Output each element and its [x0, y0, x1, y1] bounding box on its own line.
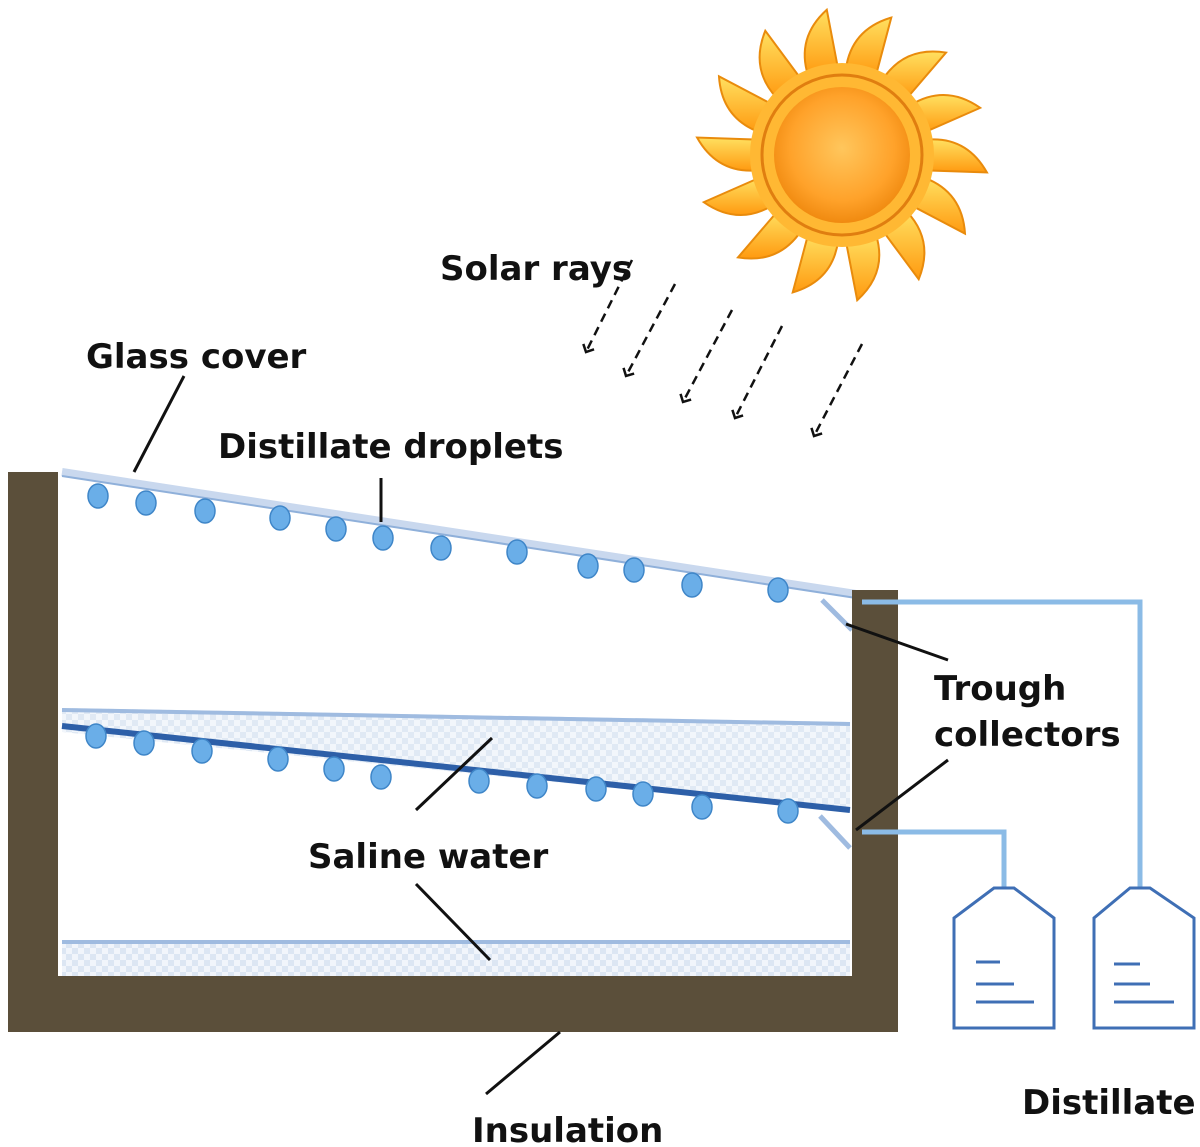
- sun-ray: [910, 94, 983, 134]
- sun-ray: [695, 136, 759, 172]
- saline-water-label: Saline water: [308, 837, 549, 877]
- solar-ray-arrow: [622, 283, 677, 378]
- droplet: [681, 572, 703, 598]
- leader-lines: [132, 375, 949, 1096]
- sun-icon: [695, 7, 989, 303]
- glass-cover: [61, 468, 857, 632]
- droplet: [506, 539, 528, 565]
- droplet: [767, 577, 789, 603]
- trough-collectors-label-line1: Trough: [934, 669, 1066, 709]
- pipe-lower-trough: [862, 829, 1007, 888]
- sun-ray: [844, 16, 893, 78]
- leader-trough-upper: [845, 622, 949, 662]
- insulation-basin: [8, 472, 898, 1032]
- solar-ray-arrows: [582, 259, 864, 438]
- sun-ring: [760, 73, 924, 237]
- droplet: [370, 764, 392, 790]
- leader-glass-cover: [132, 375, 186, 473]
- distillate-bottle-left: [952, 886, 1056, 1030]
- droplet: [372, 525, 394, 551]
- distillate-droplets-mid: [85, 723, 799, 824]
- distillate-pipes: [862, 599, 1143, 888]
- distillate-droplets-label: Distillate droplets: [218, 427, 563, 467]
- distillate-label: Distillate: [1022, 1083, 1196, 1123]
- insulation-label: Insulation: [472, 1111, 663, 1147]
- sun-core: [774, 87, 910, 223]
- droplet: [191, 738, 213, 764]
- droplet: [577, 553, 599, 579]
- sun-ray: [701, 176, 774, 216]
- droplet: [623, 557, 645, 583]
- droplet: [691, 794, 713, 820]
- sun-ray: [803, 7, 840, 78]
- insulation-floor: [8, 976, 898, 1032]
- droplet: [133, 730, 155, 756]
- solar-rays-label: Solar rays: [440, 249, 632, 289]
- solar-ray-arrow: [810, 343, 864, 438]
- distillate-droplets-top: [87, 483, 789, 603]
- droplet: [632, 781, 654, 807]
- droplet: [585, 776, 607, 802]
- solar-ray-arrow: [582, 259, 634, 354]
- trough-collectors-label-line2: collectors: [934, 715, 1121, 755]
- leader-trough-lower: [855, 758, 949, 832]
- droplet: [85, 723, 107, 749]
- droplet: [135, 490, 157, 516]
- lower-saline-water: [62, 940, 850, 976]
- leader-saline-upper: [414, 736, 494, 812]
- sun-ray: [925, 138, 989, 174]
- droplet: [323, 756, 345, 782]
- upper-saline-water: [61, 708, 852, 850]
- insulation-left-wall: [8, 472, 58, 1032]
- sun-ray: [791, 232, 840, 294]
- droplet: [777, 798, 799, 824]
- leader-insulation: [485, 1030, 561, 1096]
- insulation-right-wall: [852, 590, 898, 1032]
- droplet: [430, 535, 452, 561]
- distillate-bottle-right: [1092, 886, 1196, 1030]
- glass-cover-label: Glass cover: [86, 337, 307, 377]
- solar-ray-arrow: [731, 325, 784, 420]
- droplet: [269, 505, 291, 531]
- droplet: [267, 746, 289, 772]
- pipe-upper-trough: [862, 599, 1143, 888]
- droplet: [87, 483, 109, 509]
- leader-saline-lower: [414, 882, 492, 962]
- solar-ray-arrow: [679, 309, 734, 404]
- sun-rays: [695, 7, 989, 303]
- droplet: [468, 768, 490, 794]
- droplet: [526, 773, 548, 799]
- droplet: [325, 516, 347, 542]
- sun-ray: [844, 232, 881, 303]
- droplet: [194, 498, 216, 524]
